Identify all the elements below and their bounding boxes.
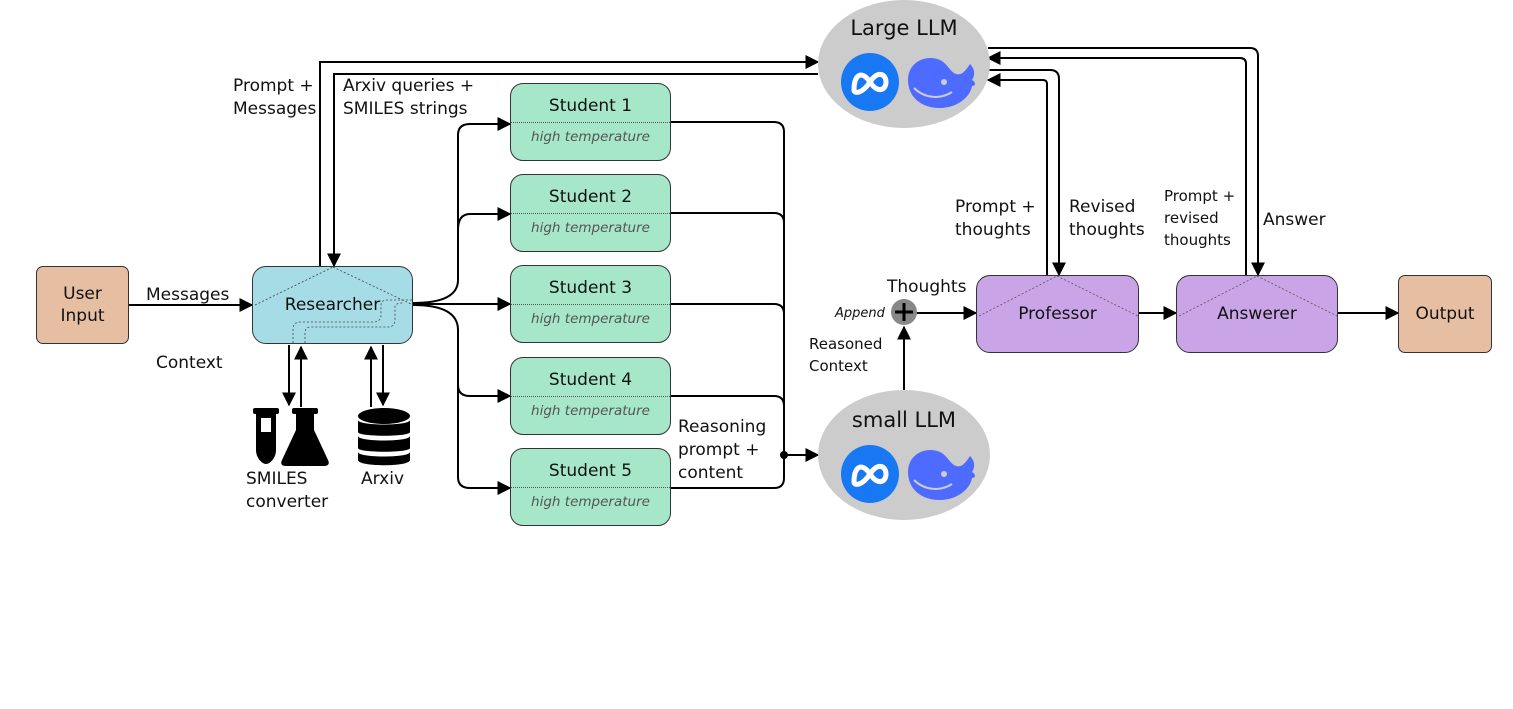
- revised-thoughts-label: Revised thoughts: [1069, 197, 1145, 240]
- test-tube-flask-icon: [253, 408, 329, 466]
- deepseek-whale-icon: [908, 58, 975, 108]
- meta-logo-icon: [841, 53, 899, 111]
- student-title: Student 1: [511, 84, 670, 123]
- messages-label: Messages: [146, 285, 230, 305]
- arrow-fanout-student-1: [412, 117, 512, 304]
- student-2-node: Student 2 high temperature: [510, 174, 671, 252]
- arrow-fanout-student-4: [412, 304, 512, 403]
- arxiv-label: Arxiv: [361, 469, 405, 489]
- student-title: Student 3: [511, 266, 670, 305]
- answerer-node: Answerer: [1176, 275, 1338, 353]
- answerer-label: Answerer: [1217, 303, 1297, 324]
- smiles-converter-label: SMILES converter: [246, 469, 329, 512]
- arrow-answerer-to-large-llm: [986, 51, 1247, 275]
- line-student-4-out: [671, 395, 785, 407]
- arxiv-queries-label: Arxiv queries + SMILES strings: [343, 76, 475, 119]
- student-1-node: Student 1 high temperature: [510, 83, 671, 161]
- student-subtitle: high temperature: [531, 129, 650, 145]
- reasoned-context-label: Reasoned Context: [809, 335, 883, 375]
- thoughts-label: Thoughts: [887, 277, 967, 297]
- arrow-fanout-student-2: [457, 207, 512, 231]
- prompt-thoughts-label: Prompt + thoughts: [955, 197, 1036, 240]
- professor-label: Professor: [1018, 303, 1097, 324]
- researcher-dotted-overlay: [254, 267, 414, 343]
- user-input-node: User Input: [36, 266, 129, 344]
- line-student-5-out: [671, 455, 785, 489]
- professor-node: Professor: [976, 275, 1139, 353]
- arrow-fanout-student-5: [457, 385, 512, 495]
- deepseek-whale-icon: [908, 450, 975, 500]
- line-student-2-out: [671, 212, 785, 224]
- line-student-3-out: [671, 303, 785, 315]
- student-subtitle: high temperature: [531, 311, 650, 327]
- line-student-1-out: [671, 121, 785, 455]
- output-node: Output: [1398, 275, 1492, 353]
- student-subtitle: high temperature: [531, 220, 650, 236]
- context-label: Context: [156, 353, 223, 373]
- student-subtitle: high temperature: [531, 403, 650, 419]
- junction-dot: [780, 451, 788, 459]
- arrow-professor-to-large-llm: [986, 73, 1048, 275]
- student-title: Student 2: [511, 175, 670, 214]
- prompt-messages-label: Prompt + Messages: [233, 76, 317, 119]
- student-4-node: Student 4 high temperature: [510, 357, 671, 435]
- researcher-node: Researcher: [252, 266, 414, 344]
- reasoning-prompt-label: Reasoning prompt + content: [678, 417, 767, 483]
- prompt-revised-thoughts-label: Prompt + revised thoughts: [1164, 187, 1236, 249]
- student-3-node: Student 3 high temperature: [510, 265, 671, 343]
- small-llm-node: small LLM: [818, 390, 990, 520]
- professor-dotted-overlay: [978, 276, 1139, 317]
- large-llm-label: Large LLM: [850, 16, 958, 40]
- researcher-label: Researcher: [284, 294, 381, 315]
- answer-label: Answer: [1263, 210, 1326, 230]
- student-title: Student 4: [511, 358, 670, 397]
- arrow-large-llm-to-answerer: [988, 47, 1265, 277]
- arrow-researcher-to-large-llm: [319, 55, 820, 266]
- student-5-node: Student 5 high temperature: [510, 448, 671, 526]
- plus-circle-icon: [891, 299, 917, 325]
- student-subtitle: high temperature: [531, 494, 650, 510]
- meta-logo-icon: [841, 445, 899, 503]
- student-title: Student 5: [511, 449, 670, 488]
- answerer-dotted-overlay: [1178, 276, 1338, 317]
- arrow-large-llm-to-researcher: [327, 73, 818, 268]
- small-llm-label: small LLM: [851, 408, 957, 432]
- large-llm-node: Large LLM: [818, 0, 990, 128]
- arrow-large-llm-to-professor: [988, 69, 1066, 277]
- database-icon: [358, 408, 410, 466]
- append-label: Append: [835, 306, 885, 321]
